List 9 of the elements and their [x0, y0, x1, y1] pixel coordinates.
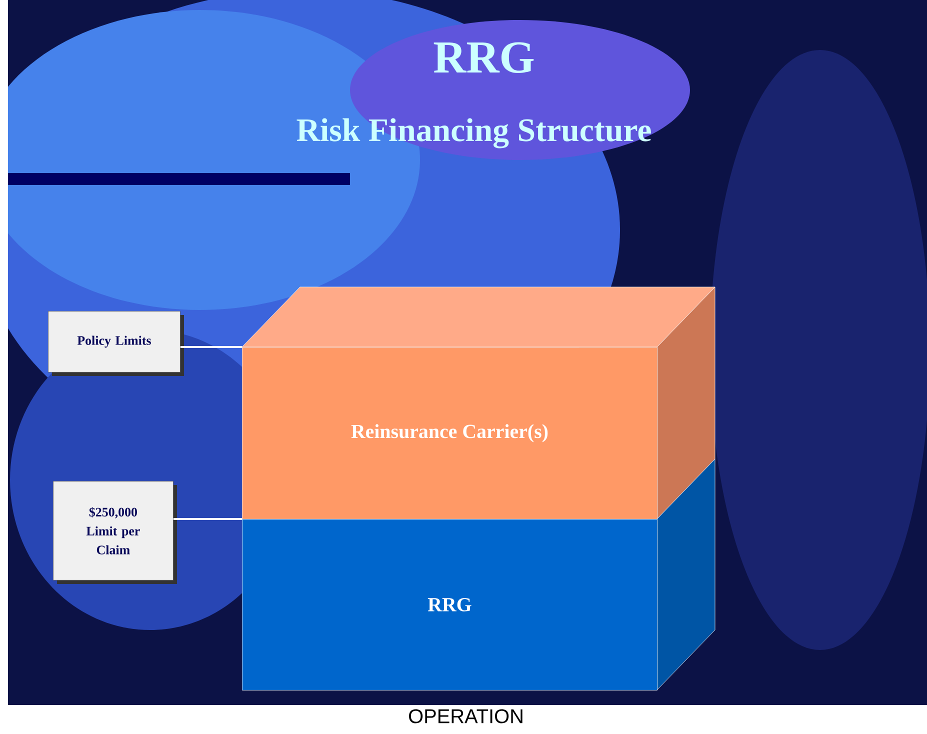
- leader-line: [173, 518, 242, 520]
- layer-block: Reinsurance Carrier(s): [242, 286, 716, 520]
- layer-block: RRG: [242, 458, 716, 690]
- caption: OPERATION: [409, 709, 522, 724]
- label-box: Policy Limits: [48, 311, 184, 376]
- subtitle: Risk Financing Structure: [296, 118, 651, 148]
- title: RRG: [434, 42, 534, 73]
- leader-line: [180, 346, 242, 348]
- label-box: $250,000 Limit per Claim: [53, 481, 177, 584]
